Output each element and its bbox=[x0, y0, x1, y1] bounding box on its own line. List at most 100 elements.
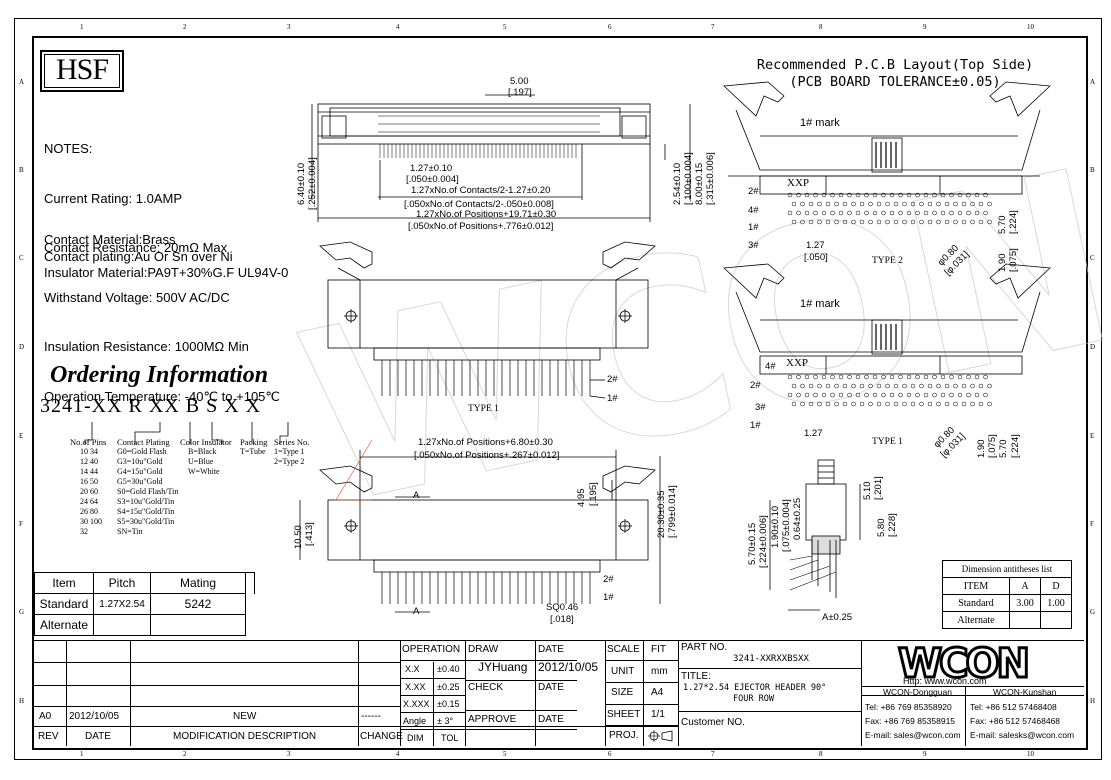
pcb-hole bbox=[910, 401, 916, 407]
dim-text: [.050xNo.of Contacts/2-.050±0.008] bbox=[404, 199, 554, 210]
draw-label: DRAW bbox=[468, 644, 499, 655]
inner-frame bbox=[32, 36, 1088, 750]
pcb-hole bbox=[885, 201, 890, 207]
pcb-hole bbox=[817, 401, 822, 407]
ruler-number: 7 bbox=[711, 750, 715, 758]
pin-label: 2# bbox=[603, 574, 614, 585]
pcb-hole bbox=[961, 201, 967, 207]
ruler-letter: G bbox=[1090, 608, 1096, 616]
mod-desc-label: MODIFICATION DESCRIPTION bbox=[173, 731, 317, 742]
ruler-number: 8 bbox=[819, 750, 823, 758]
pcb-hole bbox=[957, 210, 963, 216]
pcb-hole bbox=[961, 219, 967, 225]
pcb-hole bbox=[987, 383, 992, 389]
pcb-hole bbox=[932, 192, 937, 198]
ruler-number: 4 bbox=[396, 750, 400, 758]
notes-heading: NOTES: bbox=[44, 141, 93, 156]
title-label: TITLE: bbox=[681, 671, 712, 682]
dim-text: SQ0.46 bbox=[546, 602, 579, 613]
pcb-hole bbox=[813, 210, 818, 216]
pcb-hole bbox=[821, 210, 827, 216]
dim-text: 1.90±0.10 bbox=[770, 505, 781, 548]
hsf-logo: HSF bbox=[40, 50, 124, 92]
pin-label: 1# bbox=[607, 393, 618, 404]
pcb-hole bbox=[800, 219, 805, 225]
pcb-hole bbox=[893, 383, 899, 389]
pcb-hole bbox=[910, 201, 916, 207]
pcb-hole bbox=[949, 210, 954, 216]
pcb-hole bbox=[970, 401, 975, 407]
ruler-letter: B bbox=[19, 166, 24, 174]
pcb-hole bbox=[851, 383, 856, 389]
pcb-hole bbox=[796, 210, 801, 216]
pin-label: 2# bbox=[607, 374, 618, 385]
pcb-hole bbox=[876, 401, 882, 407]
dim-text: [.799±0.014] bbox=[667, 485, 678, 538]
ruler-number: 5 bbox=[503, 23, 507, 31]
dim-text: [.050±0.004] bbox=[406, 174, 459, 185]
proj-label: PROJ. bbox=[609, 730, 639, 741]
approve-label: APPROVE bbox=[468, 714, 517, 725]
ruler-number: 4 bbox=[396, 23, 400, 31]
pcb-hole bbox=[940, 192, 946, 198]
pcb-hole bbox=[876, 219, 882, 225]
pcb-hole bbox=[923, 210, 929, 216]
pcb-hole bbox=[813, 192, 818, 198]
pcb-hole bbox=[804, 374, 810, 380]
pcb-pin-label: 3# bbox=[755, 402, 766, 413]
pcb-hole bbox=[838, 192, 844, 198]
dim-text: [.195] bbox=[588, 482, 599, 506]
ruler-letter: D bbox=[19, 343, 25, 351]
pcb-hole bbox=[791, 383, 797, 389]
pcb-hole bbox=[919, 383, 924, 389]
pcb-hole bbox=[851, 201, 856, 207]
pcb-hole bbox=[893, 401, 899, 407]
type-label: TYPE 1 bbox=[468, 404, 499, 414]
pcb-hole bbox=[851, 219, 856, 225]
pcb-hole bbox=[893, 219, 899, 225]
pcb-hole bbox=[974, 210, 980, 216]
rev-desc-value: NEW bbox=[233, 711, 257, 722]
ruler-letter: G bbox=[19, 608, 25, 616]
pcb-hole bbox=[847, 210, 852, 216]
pcb-hole bbox=[902, 219, 907, 225]
dim-text: 5.70 bbox=[998, 439, 1009, 459]
pcb-hole bbox=[974, 374, 980, 380]
ruler-letter: B bbox=[1090, 166, 1095, 174]
pcb-hole bbox=[825, 201, 831, 207]
pcb-hole bbox=[817, 383, 822, 389]
pcb-hole bbox=[834, 219, 839, 225]
pcb-hole bbox=[787, 374, 793, 380]
packing-column: Packing T=Tube bbox=[240, 437, 268, 456]
dim-text: [.252±0.004] bbox=[307, 157, 318, 210]
pcb-hole bbox=[970, 383, 975, 389]
ruler-number: 1 bbox=[80, 23, 84, 31]
notes-block: NOTES: Current Rating: 1.0AMP Contact Re… bbox=[44, 108, 280, 438]
pcb-hole bbox=[944, 201, 950, 207]
ruler-number: 2 bbox=[183, 23, 187, 31]
dim-text: A±0.25 bbox=[822, 612, 853, 623]
change-label: CHANGE bbox=[360, 731, 403, 742]
dim-text: 5.10 bbox=[862, 481, 873, 501]
pcb-hole bbox=[859, 201, 865, 207]
pcb-hole bbox=[978, 383, 984, 389]
pcb-hole bbox=[910, 383, 916, 389]
dim-text: 5.70 bbox=[997, 215, 1008, 235]
ruler-letter: A bbox=[19, 78, 25, 86]
pcb-hole bbox=[927, 401, 933, 407]
pcb-hole bbox=[791, 219, 797, 225]
dim-text: 4.95 bbox=[576, 488, 587, 508]
pcb-pin-label: 2# bbox=[748, 186, 759, 197]
pcb-hole bbox=[813, 392, 818, 398]
draw-date: 2012/10/05 bbox=[538, 660, 599, 674]
pcb-hole bbox=[791, 401, 797, 407]
pcb-hole bbox=[864, 374, 869, 380]
pitch-table-cell bbox=[150, 614, 246, 636]
pcb-hole bbox=[808, 201, 814, 207]
pcb-hole bbox=[885, 401, 890, 407]
pcb-hole bbox=[842, 383, 848, 389]
pin-label: 1# bbox=[603, 592, 614, 603]
